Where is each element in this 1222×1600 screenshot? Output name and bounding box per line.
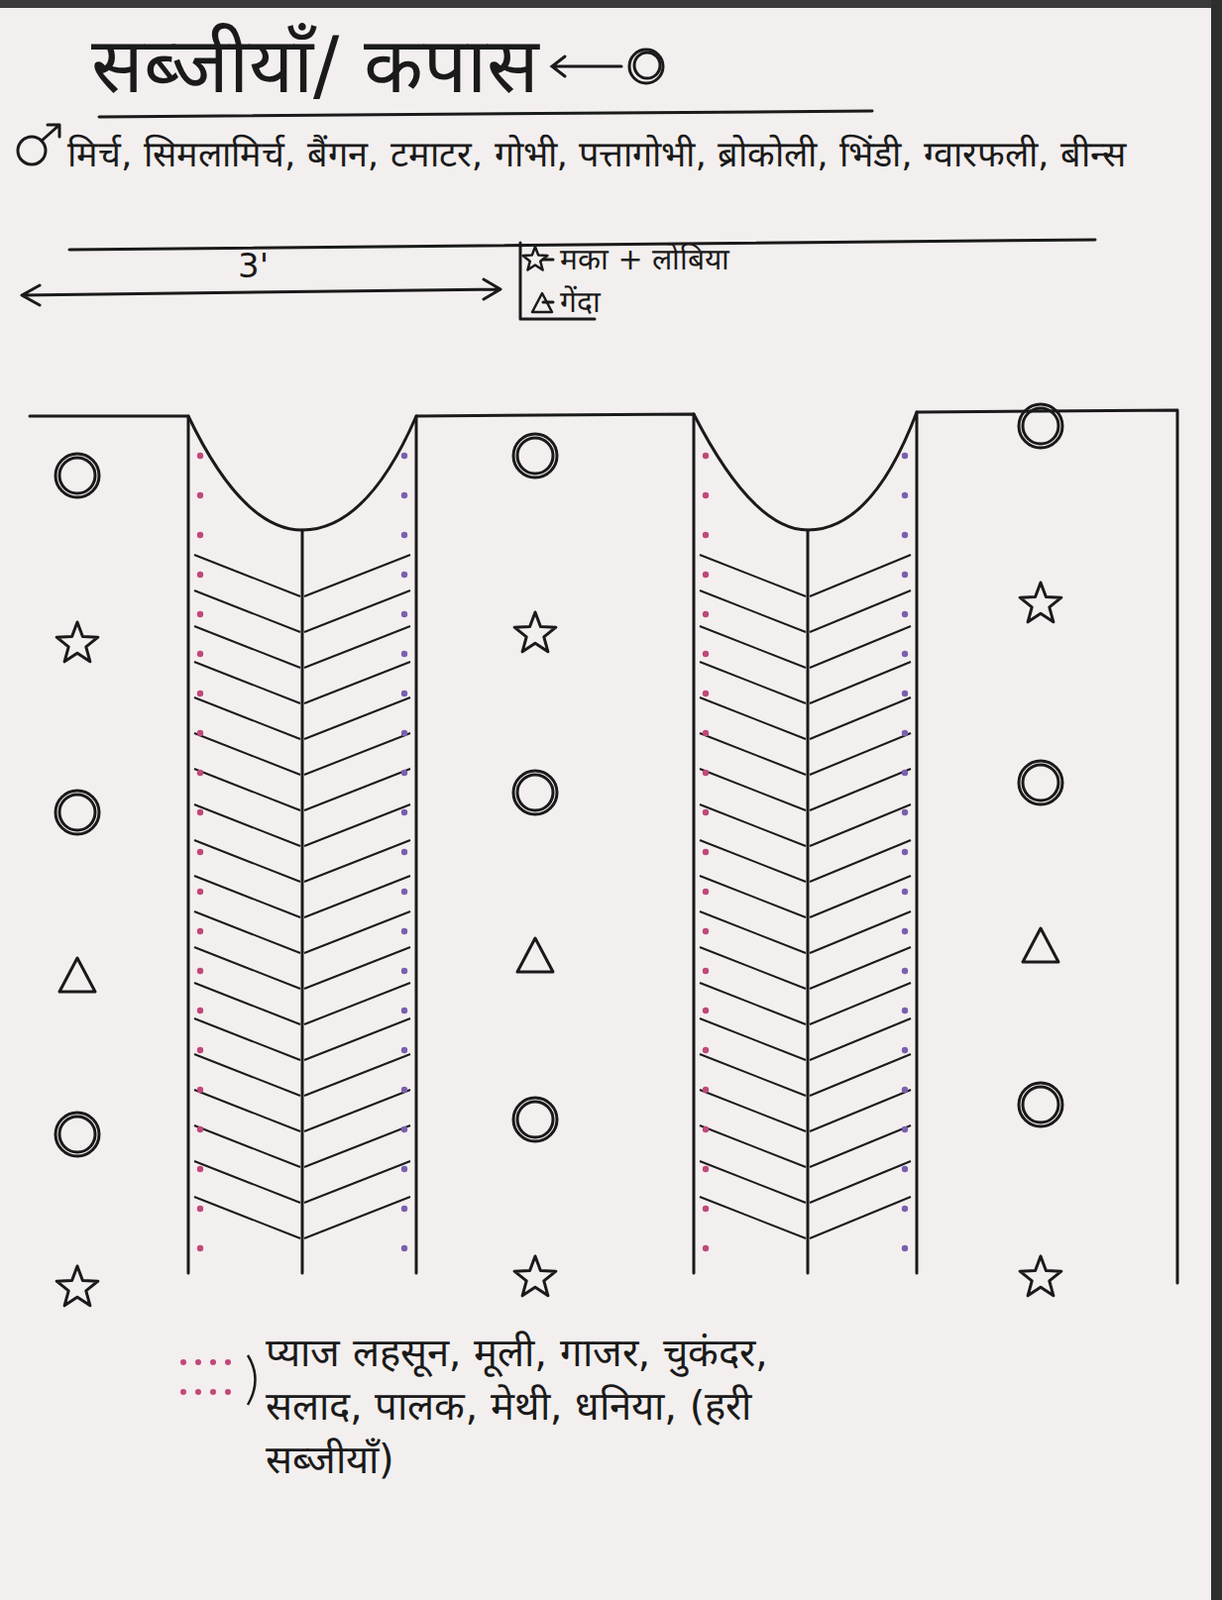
dimension-label: 3' [237, 243, 269, 290]
legend-text: गेंदा [559, 282, 601, 324]
title: सब्जीयाँ/ कपास [91, 13, 540, 118]
legend-text: प्याज लहसून, मूली, गाजर, चुकंदर, सलाद, प… [265, 1326, 801, 1487]
title-arrow-symbol [547, 41, 676, 92]
crop-list: मिर्च, सिमलामिर्च, बैंगन, टमाटर, गोभी, प… [67, 130, 1158, 180]
legend-text: मका + लोबिया [559, 239, 730, 281]
